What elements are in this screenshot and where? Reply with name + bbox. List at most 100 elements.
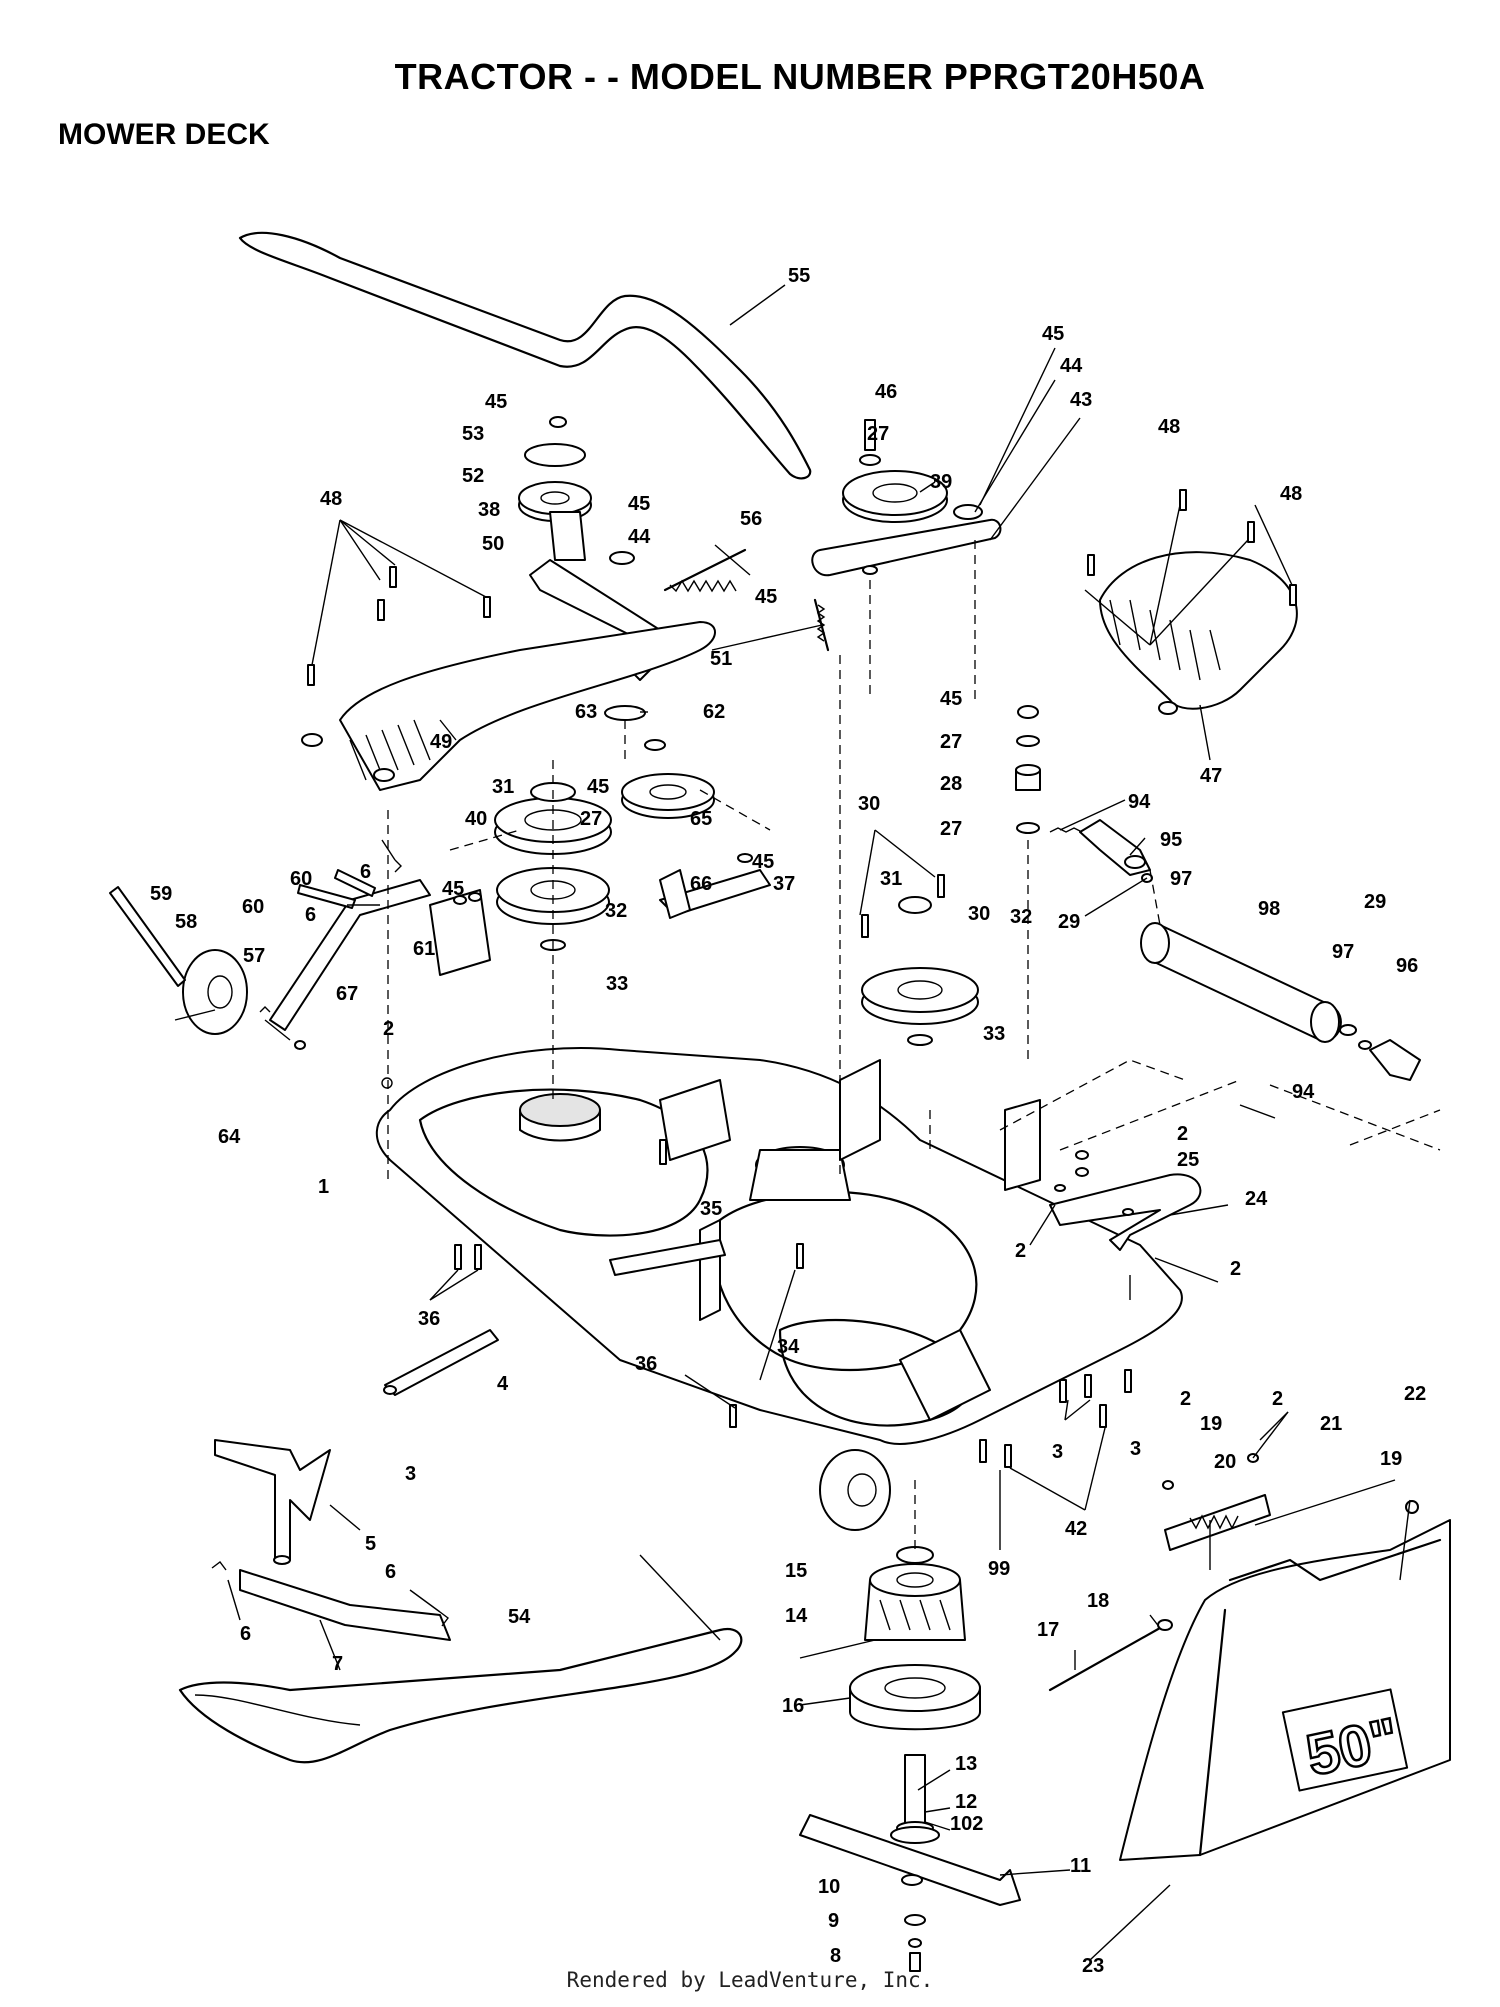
callout-30: 30 — [968, 903, 990, 925]
callout-94: 94 — [1292, 1081, 1315, 1103]
callout-2: 2 — [1272, 1388, 1283, 1410]
callout-27: 27 — [940, 731, 962, 753]
idler-arm-assembly — [811, 419, 1002, 577]
callout-48: 48 — [1280, 483, 1302, 505]
callout-29: 29 — [1364, 891, 1386, 913]
callout-62: 62 — [703, 701, 725, 723]
bracket-5 — [214, 1439, 331, 1565]
callout-22: 22 — [1404, 1383, 1426, 1405]
callout-33: 33 — [983, 1023, 1005, 1045]
callout-45: 45 — [587, 776, 609, 798]
gauge-wheel-assembly — [109, 859, 491, 1050]
callout-3: 3 — [1052, 1441, 1063, 1463]
callout-97: 97 — [1170, 868, 1192, 890]
assembly-lines — [387, 540, 1441, 1550]
bracket-24 — [1049, 1150, 1202, 1251]
section-title: MOWER DECK — [58, 118, 270, 151]
callout-50: 50 — [482, 533, 504, 555]
callout-94: 94 — [1128, 791, 1151, 813]
callout-30: 30 — [858, 793, 880, 815]
callout-52: 52 — [462, 465, 484, 487]
callout-36: 36 — [418, 1308, 440, 1330]
callout-63: 63 — [575, 701, 597, 723]
callout-39: 39 — [930, 471, 952, 493]
callout-19: 19 — [1200, 1413, 1222, 1435]
callout-19: 19 — [1380, 1448, 1402, 1470]
belt-cover-47 — [1087, 489, 1298, 715]
callout-46: 46 — [875, 381, 897, 403]
callout-36: 36 — [635, 1353, 657, 1375]
callout-10: 10 — [818, 1876, 840, 1898]
idler-stack — [1015, 705, 1041, 834]
callout-48: 48 — [1158, 416, 1180, 438]
callout-45: 45 — [1042, 323, 1064, 345]
callout-96: 96 — [1396, 955, 1418, 977]
callout-44: 44 — [1060, 355, 1083, 377]
callout-6: 6 — [305, 904, 316, 926]
rod-17 — [1048, 1619, 1173, 1692]
callout-48: 48 — [320, 488, 342, 510]
callout-33: 33 — [606, 973, 628, 995]
callout-6: 6 — [360, 861, 371, 883]
callout-97: 97 — [1332, 941, 1354, 963]
callout-56: 56 — [740, 508, 762, 530]
callout-13: 13 — [955, 1753, 977, 1775]
callout-27: 27 — [940, 818, 962, 840]
callout-42: 42 — [1065, 1518, 1087, 1540]
callout-47: 47 — [1200, 765, 1222, 787]
callout-31: 31 — [880, 868, 902, 890]
callout-11: 11 — [1070, 1855, 1091, 1877]
roller-98 — [1049, 819, 1421, 1119]
blade-11 — [799, 1814, 1021, 1972]
callout-29: 29 — [1058, 911, 1080, 933]
callout-6: 6 — [385, 1561, 396, 1583]
callout-5: 5 — [365, 1533, 376, 1555]
callout-45: 45 — [940, 688, 962, 710]
callout-54: 54 — [508, 1606, 531, 1628]
callout-27: 27 — [580, 808, 602, 830]
discharge-chute-23: 50" — [1119, 1519, 1451, 1861]
belt-cover-49 — [301, 566, 716, 791]
callout-12: 12 — [955, 1791, 977, 1813]
callout-20: 20 — [1214, 1451, 1236, 1473]
callout-35: 35 — [700, 1198, 722, 1220]
callout-43: 43 — [1070, 389, 1092, 411]
callout-15: 15 — [785, 1560, 807, 1582]
callout-2: 2 — [383, 1018, 394, 1040]
callout-53: 53 — [462, 423, 484, 445]
callout-55: 55 — [788, 265, 810, 287]
callout-37: 37 — [773, 873, 795, 895]
callout-3: 3 — [1130, 1438, 1141, 1460]
callout-45: 45 — [752, 851, 774, 873]
spindle-pulleys — [494, 739, 979, 1046]
bracket-50 — [518, 416, 830, 721]
callout-32: 32 — [1010, 906, 1032, 928]
callout-57: 57 — [243, 945, 265, 967]
footer-credit: Rendered by LeadVenture, Inc. — [566, 1968, 934, 1992]
callout-51: 51 — [710, 648, 732, 670]
link-7 — [211, 1561, 451, 1641]
callout-34: 34 — [777, 1336, 800, 1358]
callout-67: 67 — [336, 983, 358, 1005]
callout-95: 95 — [1160, 829, 1182, 851]
callout-23: 23 — [1082, 1955, 1104, 1977]
callout-25: 25 — [1177, 1149, 1199, 1171]
callout-99: 99 — [988, 1558, 1010, 1580]
callout-102: 102 — [950, 1813, 983, 1835]
callout-2: 2 — [1015, 1240, 1026, 1262]
callout-17: 17 — [1037, 1619, 1059, 1641]
callout-40: 40 — [465, 808, 487, 830]
callout-9: 9 — [828, 1910, 839, 1932]
front-wheel — [819, 1449, 891, 1531]
callout-24: 24 — [1245, 1188, 1268, 1210]
callout-45: 45 — [628, 493, 650, 515]
spring-bracket — [1162, 1453, 1419, 1551]
callout-32: 32 — [605, 900, 627, 922]
callout-98: 98 — [1258, 898, 1280, 920]
page-title: TRACTOR - - MODEL NUMBER PPRGT20H50A — [394, 56, 1206, 97]
callout-7: 7 — [332, 1653, 343, 1675]
bracket-4 — [383, 1329, 499, 1396]
bracket-37 — [659, 853, 771, 919]
callout-59: 59 — [150, 883, 172, 905]
